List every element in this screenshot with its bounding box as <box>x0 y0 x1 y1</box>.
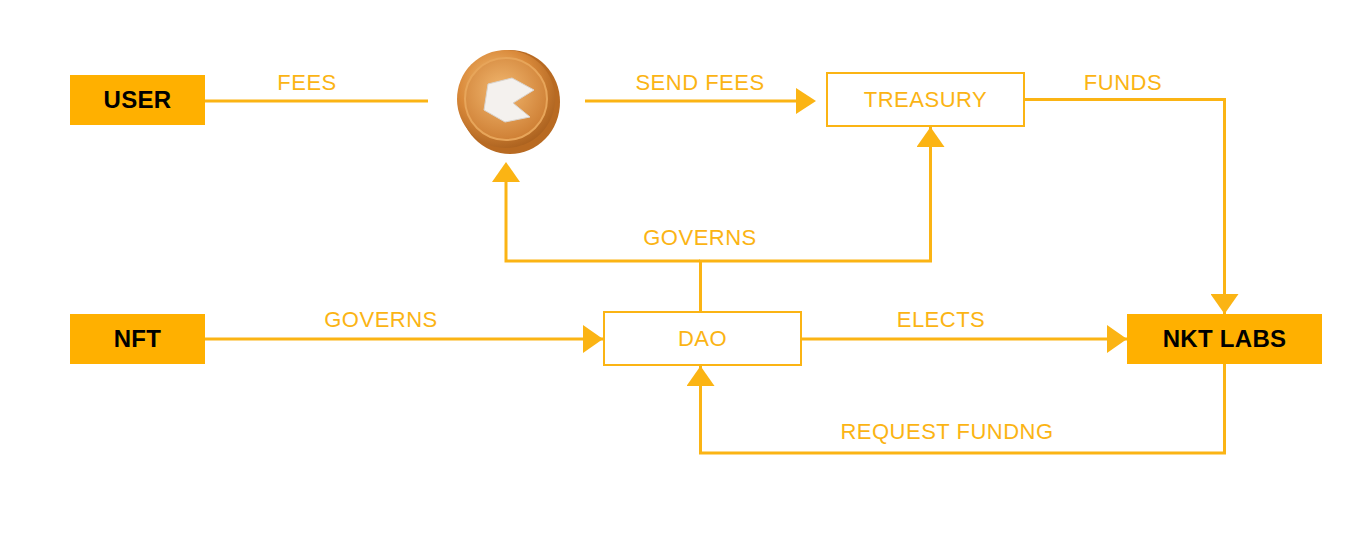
process-box: TREASURY <box>826 72 1025 127</box>
edge-label: REQUEST FUNDNG <box>840 420 1053 444</box>
flow-arrow <box>802 338 1127 341</box>
node-label: NFT <box>114 325 162 353</box>
flow-arrow <box>205 338 603 341</box>
actor-box: NFT <box>70 314 205 364</box>
process-box: DAO <box>603 311 802 366</box>
flow-arrow <box>701 364 1225 453</box>
send-fee-line <box>585 100 796 103</box>
flow-label: FEES <box>277 71 336 95</box>
actor-box: NKT LABS <box>1127 314 1322 364</box>
flow-label: SEND FEES <box>635 71 764 95</box>
node-label: NKT LABS <box>1163 325 1287 353</box>
fee-line <box>205 100 428 103</box>
arrow-head <box>796 88 816 114</box>
edge-label: ELECTS <box>897 308 986 332</box>
arrow-head <box>492 162 520 182</box>
edge-label: GOVERNS <box>643 226 757 250</box>
edge-label: GOVERNS <box>324 308 438 332</box>
actor-box: USER <box>70 75 205 125</box>
flow-arrow <box>701 127 931 311</box>
node-label: TREASURY <box>864 87 987 113</box>
coin-illustration <box>457 50 560 154</box>
flow-arrow <box>1025 100 1225 315</box>
node-label: DAO <box>678 326 727 352</box>
node-label: USER <box>104 86 172 114</box>
edge-label: FUNDS <box>1084 71 1162 95</box>
